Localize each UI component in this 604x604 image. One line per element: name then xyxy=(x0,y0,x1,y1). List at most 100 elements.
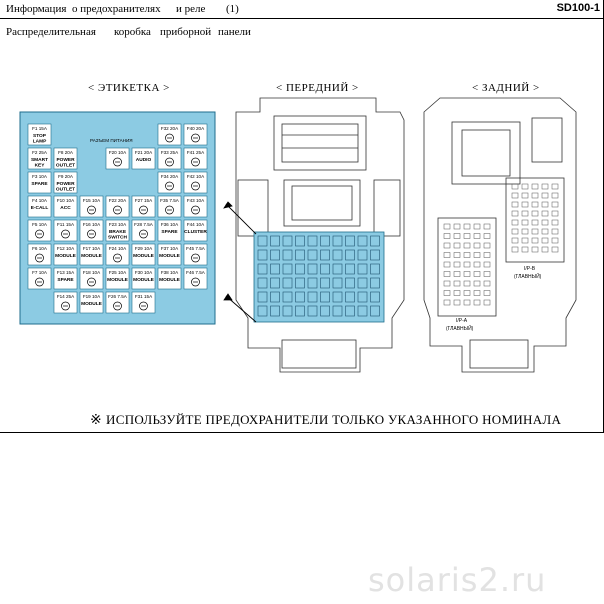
connector-pin xyxy=(531,183,539,190)
connector-pin xyxy=(443,271,451,277)
fuse-rating: F6 10A xyxy=(32,246,48,251)
connector-pin xyxy=(521,219,529,226)
fuse-rating: F11 15A xyxy=(57,222,75,227)
fuse-symbol-icon xyxy=(191,205,200,215)
front-fuse-slots xyxy=(257,235,380,317)
fuse-rating: F40 20A xyxy=(187,126,205,131)
fuse-slot xyxy=(257,277,268,289)
connector-pin xyxy=(473,242,481,249)
fuse-slot xyxy=(307,291,318,303)
watermark: solaris2.ru xyxy=(368,561,547,599)
fuse-slot xyxy=(320,291,330,303)
fuse-symbol-icon xyxy=(191,253,200,263)
fuse-box xyxy=(27,267,52,290)
connector-pin xyxy=(463,242,471,249)
fuse-box xyxy=(105,267,130,290)
fuse-cell: F40 20A xyxy=(183,123,208,146)
fuse-slot xyxy=(357,291,368,303)
fuse-symbol-icon xyxy=(87,205,96,215)
fuse-cell: F16 10A xyxy=(79,219,104,242)
fuse-function: MODULE xyxy=(81,253,103,259)
fuse-function: MODULE xyxy=(159,253,181,259)
fuse-slot xyxy=(295,235,305,247)
connector-pin xyxy=(521,237,529,244)
fuse-box xyxy=(79,267,104,290)
connector-pin xyxy=(463,299,471,306)
fuse-rating: F2 25A xyxy=(32,150,48,155)
connector-pin xyxy=(551,201,559,208)
fuse-box xyxy=(183,195,208,218)
connector-pin xyxy=(531,192,539,199)
fuse-function-line: BRAKE xyxy=(109,229,127,235)
fuse-cell: F45 7.5A xyxy=(183,243,208,266)
fuse-slot xyxy=(332,277,343,289)
fuse-slot xyxy=(257,263,268,275)
fuse-slot xyxy=(370,277,380,289)
fuse-function-line: POWER xyxy=(56,157,75,163)
fuse-box xyxy=(105,219,130,242)
pointer-arrowhead xyxy=(223,293,233,301)
connector-ip-a xyxy=(437,217,497,317)
fuse-slot xyxy=(257,235,268,247)
connector-pin xyxy=(541,183,549,190)
fuse-slot xyxy=(282,291,293,303)
fuse-slot xyxy=(270,305,280,317)
fuse-symbol-icon xyxy=(139,205,148,215)
connector-pin xyxy=(483,271,491,277)
connector-pin xyxy=(551,219,559,226)
fuse-rating: F21 20A xyxy=(135,150,153,155)
fuse-box xyxy=(157,267,182,290)
fuse-rating: F38 10A xyxy=(161,270,179,275)
connector-pin xyxy=(551,246,559,253)
fuse-symbol-icon xyxy=(61,229,70,239)
fuse-slot xyxy=(270,291,280,303)
fuse-box xyxy=(183,123,208,146)
connector-pin xyxy=(483,233,491,239)
connector-pin xyxy=(443,233,451,239)
connector-pin xyxy=(473,271,481,277)
fuse-rating: F30 10A xyxy=(135,270,153,275)
fuse-box xyxy=(105,195,130,218)
connector-pin xyxy=(443,252,451,258)
fuse-rating: F45 7.5A xyxy=(186,246,206,251)
fuse-slot xyxy=(295,249,305,261)
header-info: Информация xyxy=(6,3,67,15)
fuse-rating: F25 10A xyxy=(109,270,127,275)
rear-top-recess-inner xyxy=(461,129,511,177)
ip-b-sublabel: (ГЛАВНЫЙ) xyxy=(514,272,542,280)
fuse-slot xyxy=(307,277,318,289)
fuse-slot xyxy=(295,277,305,289)
connector-pin xyxy=(511,201,519,208)
fuse-slot xyxy=(357,305,368,317)
connector-pin xyxy=(473,290,481,296)
connector-pin xyxy=(551,237,559,244)
connector-pin xyxy=(531,228,539,235)
fuse-symbol-icon xyxy=(113,253,122,263)
fuse-function: SPARE xyxy=(161,229,178,235)
fuse-slot xyxy=(270,235,280,247)
fuse-function: MODULE xyxy=(133,253,155,259)
fuse-slot xyxy=(295,305,305,317)
fuse-rating: F34 20A xyxy=(161,174,179,179)
connector-pin xyxy=(531,210,539,217)
frame-bottom-border xyxy=(0,432,604,433)
fuse-cell: F41 25A xyxy=(183,147,208,170)
fuse-slot xyxy=(270,249,280,261)
fuse-cell: F32 20A xyxy=(157,123,182,146)
fuse-symbol-icon xyxy=(165,157,174,167)
fuse-box xyxy=(183,147,208,170)
fuse-box xyxy=(27,219,52,242)
connector-pin xyxy=(541,246,549,253)
fuse-box xyxy=(157,243,182,266)
fuse-slot xyxy=(320,263,330,275)
label-background xyxy=(19,111,216,325)
fuse-slot xyxy=(345,277,355,289)
fuse-rating: F13 15A xyxy=(57,270,75,275)
